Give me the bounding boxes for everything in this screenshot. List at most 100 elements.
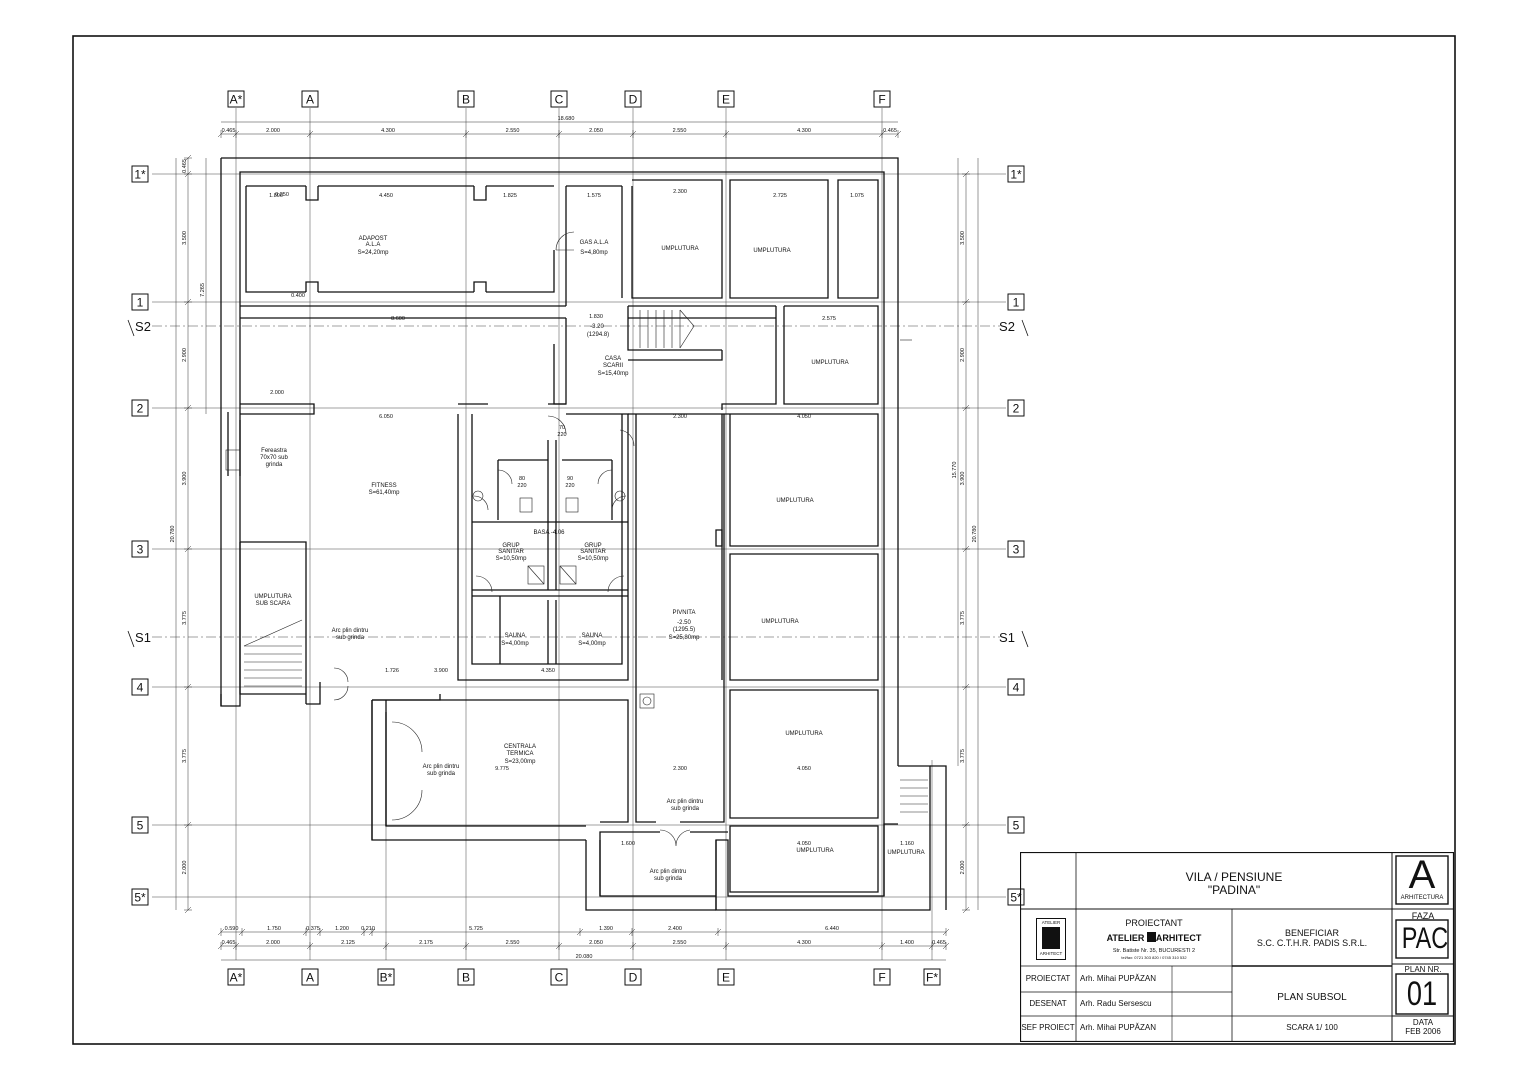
sanitary-fixtures — [225, 449, 655, 709]
label-casa-sub: SCARII — [603, 363, 623, 369]
svg-text:5: 5 — [137, 819, 144, 833]
designer-name: ATELIER ARHITECT — [1076, 932, 1232, 943]
grid-bubble-left-6: 5* — [131, 888, 149, 906]
dim-left-0: 0.465 — [182, 159, 188, 173]
dim-inner-5: 2.725 — [773, 193, 787, 199]
plan-title: PLAN SUBSOL — [1277, 992, 1347, 1003]
label-grup-2-sub: SANITAR — [580, 549, 606, 555]
label-adapost-area: S=24,20mp — [358, 250, 390, 256]
dim-inner-11: 2.300 — [673, 414, 687, 420]
svg-text:2: 2 — [137, 402, 144, 416]
dim-bottom-b-2: 2.125 — [341, 940, 355, 946]
dim-left-sub: 7.265 — [200, 283, 206, 297]
svg-text:B*: B* — [380, 971, 393, 985]
grid-bubble-bottom-2: B* — [377, 968, 395, 986]
door-swings — [333, 231, 691, 847]
svg-text:5*: 5* — [134, 891, 146, 905]
title-block: VILA / PENSIUNE "PADINA" A ARHITECTURA F… — [1020, 852, 1454, 1042]
role-desenat: DESENAT — [1029, 999, 1067, 1008]
door-dim-2: 80 — [519, 476, 525, 482]
dim-right-0: 3.500 — [960, 231, 966, 245]
designer-logo-text-2: ARHITECT — [1039, 951, 1063, 956]
grid-bubble-right-5: 5 — [1007, 816, 1025, 834]
label-grup-1-sub: SANITAR — [498, 549, 524, 555]
dim-left-2: 2.900 — [182, 348, 188, 362]
svg-text:2: 2 — [1013, 402, 1020, 416]
label-umplutura-4: UMPLUTURA — [776, 498, 813, 504]
designer-logo-text-1: ATELIER — [1041, 920, 1061, 925]
label-casa-area: S=15,40mp — [598, 371, 630, 377]
label-umplutura-5: UMPLUTURA — [761, 619, 798, 625]
svg-text:S2: S2 — [999, 319, 1015, 334]
project-title-line1: VILA / PENSIUNE — [1185, 870, 1283, 884]
grid-bubble-left-4: 4 — [131, 678, 149, 696]
name-sef-proiect: Arh. Mihai PUPĂZAN — [1080, 1023, 1157, 1032]
label-casa: CASA — [605, 356, 621, 362]
dim-right-sub: 15.770 — [952, 462, 958, 479]
svg-text:B: B — [462, 971, 470, 985]
faza-label: FAZA — [1411, 911, 1435, 921]
dim-bottom-a-1: 1.750 — [267, 926, 281, 932]
dim-left-total: 20.780 — [170, 526, 176, 543]
dim-inner-6: 1.075 — [850, 193, 864, 199]
grid-bubble-left-3: 3 — [131, 540, 149, 558]
label-pivnita: PIVNITA — [673, 610, 696, 616]
grid-bubble-top-5: E — [717, 90, 735, 108]
dim-bottom-a-8: 6.440 — [825, 926, 839, 932]
grid-bubble-top-6: F — [873, 90, 891, 108]
svg-text:A*: A* — [230, 93, 243, 107]
name-proiectat: Arh. Mihai PUPĂZAN — [1080, 974, 1157, 983]
dim-inner-16: 4.350 — [541, 668, 555, 674]
label-fereastra-2: 70x70 sub — [260, 455, 288, 461]
label-arc-3a: Arc plin dintru — [667, 799, 704, 805]
grid-bubble-bottom-0: A* — [227, 968, 245, 986]
data-label: DATA — [1412, 1018, 1434, 1027]
walls — [220, 157, 947, 911]
dim-bottom-a-5: 5.725 — [469, 926, 483, 932]
svg-text:A: A — [306, 971, 314, 985]
grid-bubble-right-0: 1* — [1007, 165, 1025, 183]
svg-text:D: D — [629, 971, 638, 985]
svg-text:1: 1 — [137, 296, 144, 310]
dim-top-0: 0.465 — [222, 128, 236, 134]
dim-left-6: 2.000 — [182, 861, 188, 875]
grid-bubble-bottom-5: D — [624, 968, 642, 986]
designer-label: PROIECTANT — [1125, 918, 1183, 928]
dim-bottom-a-2: 0.375 — [306, 926, 320, 932]
dimension-lines — [175, 121, 979, 961]
designer-name-1: ATELIER — [1106, 933, 1145, 943]
dim-inner-21: 1.160 — [900, 841, 914, 847]
dim-top-6: 4.300 — [797, 128, 811, 134]
dim-bottom-b-7: 4.300 — [797, 940, 811, 946]
grid-bubble-left-2: 2 — [131, 399, 149, 417]
svg-text:F*: F* — [926, 971, 938, 985]
stair-treads — [243, 309, 928, 813]
outer-wall — [220, 157, 899, 766]
svg-text:A: A — [306, 93, 314, 107]
label-stair-level-1: -3.20 — [590, 324, 604, 330]
svg-text:1*: 1* — [1010, 168, 1022, 182]
dim-inner-20: 4.050 — [797, 841, 811, 847]
label-arc-1b: sub grinda — [336, 635, 365, 641]
dim-right-4: 3.775 — [960, 749, 966, 763]
grid-bubble-left-0: 1* — [131, 165, 149, 183]
label-umplutura-7: UMPLUTURA — [796, 848, 833, 854]
dim-inner-2: 1.825 — [503, 193, 517, 199]
label-stair-level-2: (1294.8) — [587, 332, 609, 338]
grid-bubble-right-2: 2 — [1007, 399, 1025, 417]
label-umplutura-8: UMPLUTURA — [887, 850, 924, 856]
dim-bottom-a-7: 2.400 — [668, 926, 682, 932]
grid-bubble-bottom-4: C — [550, 968, 568, 986]
label-arc-4a: Arc plin dintru — [650, 869, 687, 875]
label-centrala: CENTRALA — [504, 744, 536, 750]
dim-inner-23: 0.250 — [275, 192, 289, 198]
dim-bottom-b-0: 0.465 — [222, 940, 236, 946]
svg-text:S2: S2 — [135, 319, 151, 334]
label-sub-scara: SUB SCARA — [256, 601, 291, 607]
svg-text:4: 4 — [1013, 681, 1020, 695]
name-desenat: Arh. Radu Sersescu — [1080, 999, 1152, 1008]
dim-bottom-b-8: 1.400 — [900, 940, 914, 946]
section-mark-0: S2 S2 — [127, 319, 1029, 337]
